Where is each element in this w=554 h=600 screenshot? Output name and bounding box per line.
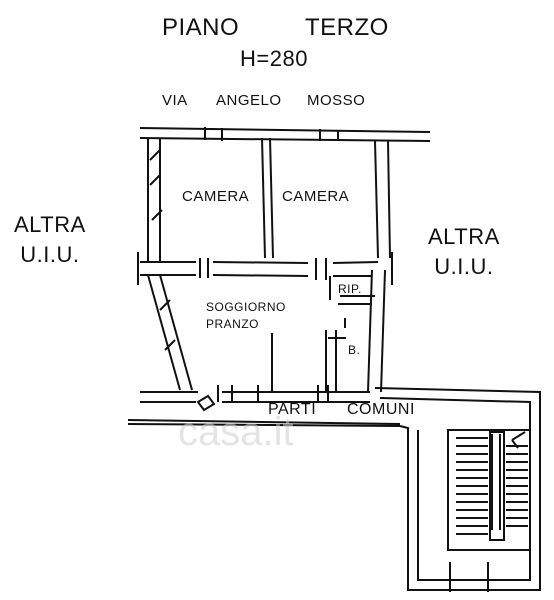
street-label-angelo: ANGELO (216, 92, 282, 109)
street-label-mosso: MOSSO (307, 92, 366, 109)
neighbor-left: ALTRA U.I.U. (14, 210, 86, 270)
stair-block (447, 429, 531, 551)
neighbor-left-line1: ALTRA (14, 212, 86, 237)
entrance-mark (196, 394, 216, 412)
neighbor-left-line2: U.I.U. (20, 242, 80, 267)
room-ripostiglio: RIP. (338, 282, 362, 296)
wall-right (367, 140, 391, 393)
neighbor-right-line2: U.I.U. (434, 254, 494, 279)
wall-ripostiglio (329, 276, 375, 305)
common-label-parti: PARTI (268, 401, 317, 418)
wall-common-corridor (127, 419, 401, 427)
common-label-comuni: COMUNI (347, 401, 415, 418)
wall-bottom (140, 391, 370, 403)
room-soggiorno-line2: PRANZO (206, 317, 260, 331)
neighbor-right-line1: ALTRA (428, 224, 500, 249)
wall-partition-camera (261, 137, 274, 259)
ceiling-height: H=280 (240, 46, 308, 71)
room-camera-2: CAMERA (282, 188, 350, 205)
wall-cross (140, 261, 379, 277)
window-mark (204, 127, 339, 141)
plan-title-word2: TERZO (305, 14, 389, 41)
room-camera-1: CAMERA (182, 188, 250, 205)
street-label-via: VIA (162, 92, 188, 109)
stair-treads (456, 437, 528, 535)
wall-top-facade (139, 127, 431, 142)
neighbor-right: ALTRA U.I.U. (428, 222, 500, 282)
room-soggiorno-line1: SOGGIORNO (206, 300, 286, 314)
door-mark (199, 258, 327, 280)
room-bagno: B. (348, 343, 361, 357)
wall-stairwell (374, 387, 541, 591)
plan-title-word1: PIANO (162, 14, 240, 41)
wall-bagno (325, 330, 346, 392)
watermark-logo: casa.it (178, 410, 294, 454)
room-soggiorno: SOGGIORNO PRANZO (206, 299, 286, 333)
wall-left (147, 138, 193, 391)
